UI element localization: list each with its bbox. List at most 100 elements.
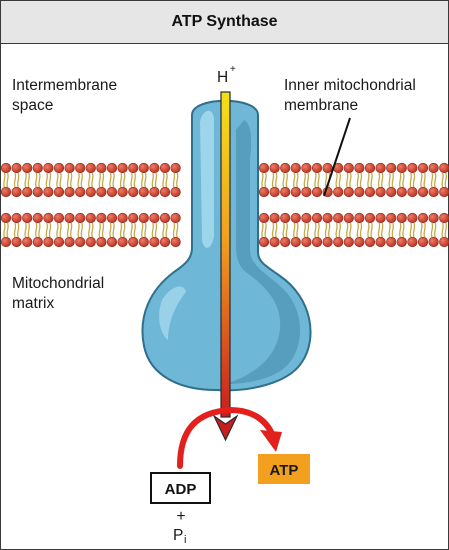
- lipid-tail: [303, 172, 307, 188]
- lipid-head: [0, 162, 12, 174]
- lipid-head: [417, 186, 429, 198]
- phosphate-subscript: i: [184, 534, 186, 546]
- lipid-head: [106, 212, 118, 224]
- lipid-head: [0, 236, 12, 248]
- lipid-head: [311, 186, 323, 198]
- figure-title: ATP Synthase: [1, 1, 448, 44]
- lipid-tail: [271, 172, 275, 188]
- lipid-tail: [66, 222, 70, 238]
- lipid-tail: [45, 172, 49, 188]
- phosphate-label: P: [173, 527, 183, 544]
- lipid-tail: [154, 172, 158, 188]
- lipid-head: [53, 186, 65, 198]
- lipid-tail: [34, 172, 38, 188]
- lipid-tail: [261, 172, 264, 188]
- lipid-tail: [359, 172, 363, 188]
- lipid-tail: [27, 172, 31, 188]
- lipid-tail: [122, 222, 126, 238]
- lipid-tail: [282, 172, 285, 188]
- lipid-tail: [370, 222, 373, 238]
- lipid-head: [333, 212, 344, 224]
- lipid-tail: [77, 222, 80, 238]
- lipid-head: [269, 186, 280, 198]
- lipid-head: [32, 212, 43, 224]
- lipid-tail: [87, 172, 91, 188]
- lipid-tail: [433, 222, 437, 238]
- lipid-tail: [271, 222, 275, 238]
- lipid-head: [439, 162, 449, 174]
- lipid-head: [85, 212, 96, 224]
- lipid-tail: [420, 172, 423, 188]
- lipid-head: [128, 186, 139, 198]
- lipid-head: [96, 186, 107, 198]
- lipid-head: [43, 236, 54, 248]
- lipid-tail: [69, 222, 73, 238]
- lipid-tail: [367, 222, 370, 238]
- lipid-tail: [98, 172, 102, 188]
- lipid-tail: [292, 172, 296, 188]
- lipid-tail: [292, 222, 296, 238]
- lipid-head: [128, 236, 139, 248]
- lipid-tail: [13, 222, 17, 238]
- lipid-head: [343, 236, 354, 248]
- lipid-tail: [165, 222, 168, 238]
- lipid-head: [269, 212, 280, 224]
- lipid-head: [85, 236, 96, 248]
- lipid-head: [43, 162, 54, 174]
- lipid-head: [53, 212, 65, 224]
- lipid-head: [417, 212, 429, 224]
- proton-channel-arrowhead: [212, 414, 239, 442]
- lipid-tail: [151, 172, 155, 188]
- lipid-head: [333, 236, 344, 248]
- lipid-head: [386, 236, 397, 248]
- lipid-tail: [80, 222, 84, 238]
- lipid-head: [417, 236, 429, 248]
- lipid-head: [64, 236, 75, 248]
- lipid-head: [258, 186, 270, 198]
- atp-box: [258, 454, 310, 484]
- lipid-head: [311, 162, 323, 174]
- lipid-head: [128, 212, 139, 224]
- lipid-head: [43, 212, 54, 224]
- lipid-head: [0, 212, 12, 224]
- lipid-tail: [306, 222, 310, 238]
- lipid-head: [290, 162, 301, 174]
- inner-membrane-label-2: membrane: [284, 97, 358, 114]
- lipid-head: [149, 236, 160, 248]
- lipid-tail: [140, 172, 144, 188]
- lipid-head: [138, 186, 149, 198]
- lipid-tail: [377, 222, 381, 238]
- lipid-head: [159, 212, 171, 224]
- lipid-head: [138, 212, 149, 224]
- lipid-head: [64, 212, 75, 224]
- lipid-tail: [130, 172, 133, 188]
- lipid-tail: [130, 222, 133, 238]
- lipid-head: [354, 162, 365, 174]
- lipid-tail: [402, 172, 405, 188]
- lipid-head: [117, 162, 128, 174]
- lipid-tail: [444, 222, 448, 238]
- lipid-head: [22, 212, 33, 224]
- lipid-tail: [444, 172, 448, 188]
- lipid-head: [170, 186, 181, 198]
- proton-charge-label: +: [230, 64, 236, 75]
- lipid-tail: [101, 222, 105, 238]
- lipid-head: [407, 162, 418, 174]
- lipid-tail: [420, 222, 423, 238]
- lipid-head: [364, 162, 376, 174]
- lipid-head: [149, 212, 160, 224]
- lipid-head: [96, 212, 107, 224]
- lipid-tail: [16, 222, 20, 238]
- lipid-head: [428, 236, 439, 248]
- lipid-tail: [59, 172, 62, 188]
- lipid-tail: [261, 222, 264, 238]
- membrane-pointer-line: [323, 117, 351, 197]
- lipid-head: [53, 236, 65, 248]
- lipid-tail: [338, 172, 342, 188]
- lipid-head: [149, 186, 160, 198]
- plus-label: +: [176, 508, 185, 525]
- lipid-head: [301, 212, 312, 224]
- reaction-arrow: [177, 406, 275, 469]
- lipid-head: [258, 212, 270, 224]
- lipid-tail: [264, 172, 267, 188]
